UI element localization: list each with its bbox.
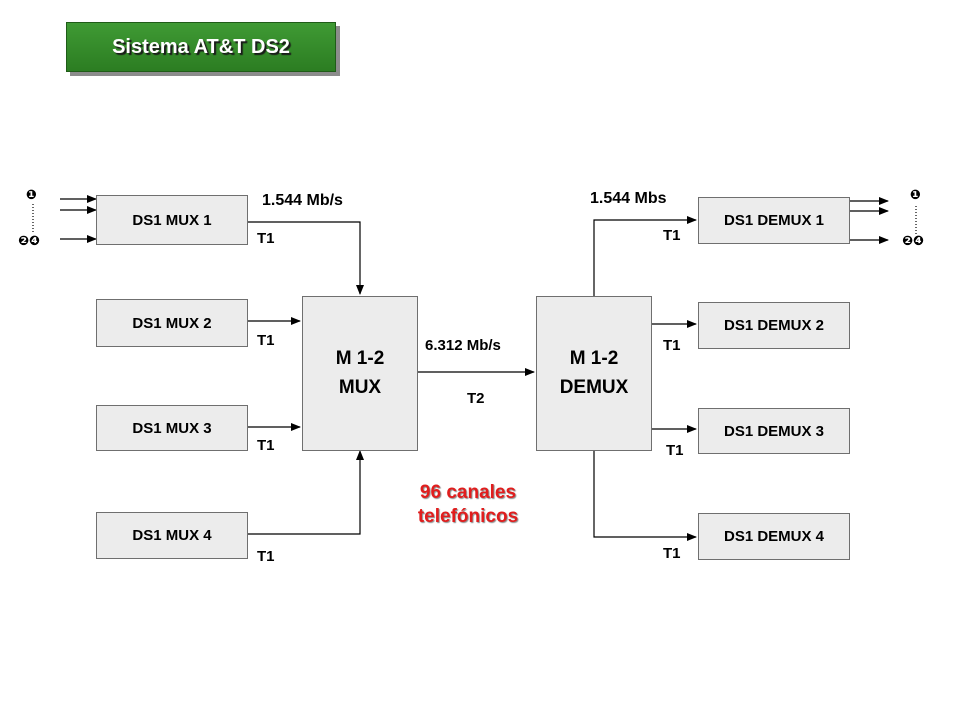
mux-box-4: DS1 MUX 4 <box>96 512 248 559</box>
t2-label: T2 <box>467 390 485 407</box>
mux1-to-mux-line <box>248 221 364 295</box>
demux-box-2: DS1 DEMUX 2 <box>698 302 850 349</box>
channels-note-line2: telefónicos <box>417 506 519 527</box>
channels-note-line1: 96 canales <box>419 482 517 503</box>
t1-label-mux-1: T1 <box>257 230 275 247</box>
demux-center-line2: DEMUX <box>559 376 629 398</box>
t1-label-mux-2: T1 <box>257 332 275 349</box>
mux-box-2: DS1 MUX 2 <box>96 299 248 347</box>
t1-label-demux-1: T1 <box>663 227 681 244</box>
demux-to-demux1-line <box>593 216 697 296</box>
t1-label-demux-2: T1 <box>663 337 681 354</box>
channel-marker-first-left: ❶ <box>26 187 38 202</box>
t1-label-demux-4: T1 <box>663 545 681 562</box>
demux-box-4: DS1 DEMUX 4 <box>698 513 850 560</box>
channel-marker-last-left: ❷❹ <box>18 233 41 248</box>
m12-mux-box: M 1-2 MUX <box>302 296 418 451</box>
channels-note: 96 canales telefónicos <box>398 481 538 529</box>
demux-box-1: DS1 DEMUX 1 <box>698 197 850 244</box>
rate-out-label: 1.544 Mbs <box>590 190 667 207</box>
rate-t2-label: 6.312 Mb/s <box>425 337 501 354</box>
t1-label-demux-3: T1 <box>666 442 684 459</box>
demux-box-3: DS1 DEMUX 3 <box>698 408 850 454</box>
mux-center-line1: M 1-2 <box>335 348 385 369</box>
mux-box-1: DS1 MUX 1 <box>96 195 248 245</box>
rate-in-label: 1.544 Mb/s <box>262 192 343 209</box>
demux-to-demux4-line <box>593 451 697 541</box>
title-banner: Sistema AT&T DS2 <box>66 22 336 72</box>
diagram-title: Sistema AT&T DS2 <box>112 35 290 58</box>
t1-label-mux-3: T1 <box>257 437 275 454</box>
demux-center-line1: M 1-2 <box>569 348 619 369</box>
mux4-to-mux-line <box>248 450 364 535</box>
channel-marker-last-right: ❷❹ <box>902 233 925 248</box>
mux-box-3: DS1 MUX 3 <box>96 405 248 451</box>
t1-label-mux-4: T1 <box>257 548 275 565</box>
channel-marker-first-right: ❶ <box>910 187 922 202</box>
mux-center-line2: MUX <box>338 376 382 398</box>
m12-demux-box: M 1-2 DEMUX <box>536 296 652 451</box>
